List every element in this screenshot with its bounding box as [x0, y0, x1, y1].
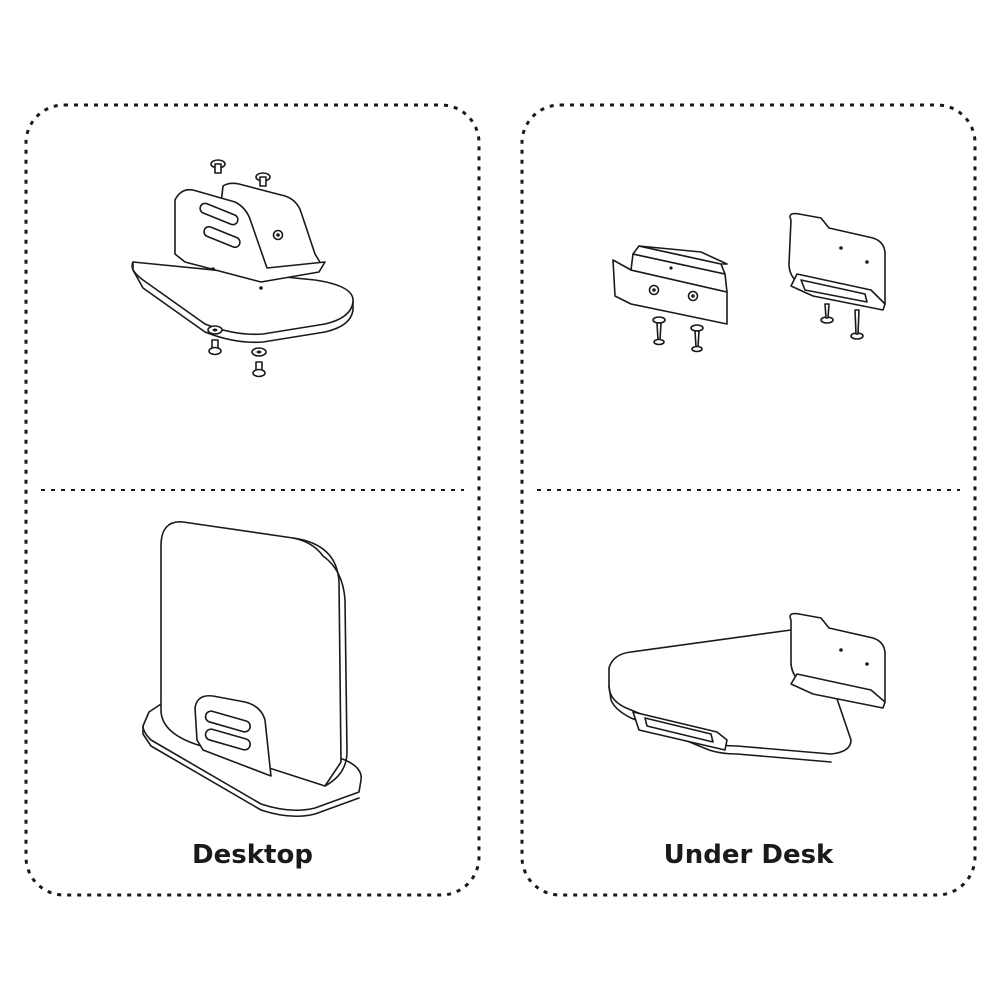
bottom-screw-left [207, 325, 223, 356]
stand-assembly-exploded-icon [131, 159, 354, 378]
under-desk-caption: Under Desk [663, 840, 834, 870]
top-screw-right [255, 172, 271, 187]
under-desk-panel: Under Desk [520, 103, 977, 897]
desktop-panel-frame [24, 103, 481, 897]
left-bracket [612, 245, 728, 325]
right-bracket [788, 212, 886, 311]
right-bracket-screw-2 [850, 309, 864, 340]
device-mounted-under-desk-icon [608, 612, 886, 763]
device-on-desktop-stand-icon [142, 521, 362, 818]
left-bracket-screw-2 [690, 324, 704, 353]
bottom-screw-right [251, 347, 267, 378]
under-desk-brackets-exploded-icon [612, 212, 886, 353]
left-bracket-screw-1 [652, 316, 666, 346]
top-screw-left [210, 159, 226, 174]
right-bracket-screw-1 [820, 303, 834, 324]
desktop-caption: Desktop [192, 840, 313, 870]
under-desk-panel-frame [520, 103, 977, 897]
desktop-panel: Desktop [24, 103, 481, 897]
